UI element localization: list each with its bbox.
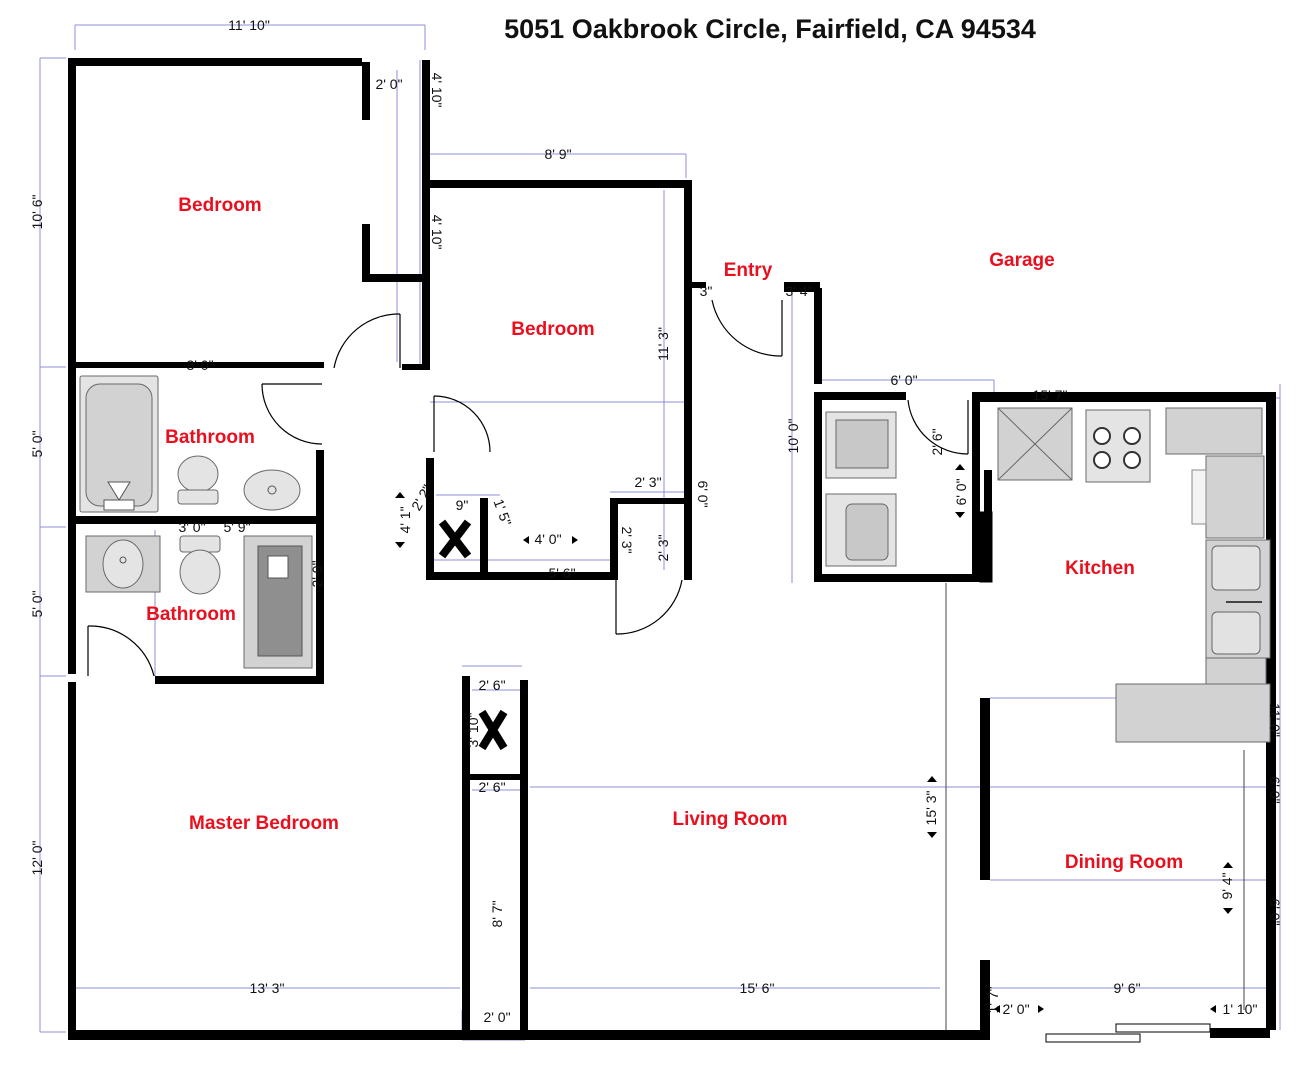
dim-laundry-height: 10' 0"	[785, 419, 801, 454]
dim-kitchen-right2: 6' 0"	[1267, 776, 1283, 803]
dim-bedroom2-height: 11' 3"	[655, 327, 671, 361]
dim-hall-height: 8' 7"	[489, 900, 505, 927]
dryer-icon	[825, 493, 897, 567]
room-label-garage: Garage	[989, 250, 1054, 271]
sliding-door[interactable]	[1045, 1033, 1141, 1043]
room-label-living-room: Living Room	[672, 809, 787, 830]
dim-hall-closet-bottom: 5' 6"	[548, 565, 575, 581]
room-labels: Bedroom Bedroom Entry Garage Bathroom Ba…	[146, 195, 1183, 873]
dim-bath2-height: 5' 0"	[29, 590, 45, 617]
dim-closet3-width: 2' 3"	[634, 474, 661, 490]
dim-kitchen-width: 15' 7"	[1033, 387, 1068, 403]
door-bedroom1[interactable]	[333, 313, 401, 369]
refrigerator-icon	[997, 407, 1073, 481]
dim-closet-width: 2' 0"	[375, 76, 402, 92]
dim-bath-sub2: 5' 9"	[223, 519, 250, 535]
dim-dining-corner: 1' 10"	[1223, 1001, 1258, 1017]
door-laundry[interactable]	[907, 399, 969, 455]
dim-bedroom1-bottom: 3' 0"	[186, 357, 213, 373]
dim-laundry-side: 6' 0"	[953, 478, 969, 505]
dim-small-closet-height: 3' 10"	[465, 713, 481, 748]
shower-icon	[243, 535, 313, 669]
dim-closet2-height: 4' 10"	[429, 215, 445, 250]
dim-living-height: 15' 3"	[923, 791, 939, 826]
dim-living-width: 15' 6"	[740, 980, 775, 996]
dim-bedroom2-width: 8' 9"	[544, 146, 571, 162]
dim-hall-closet-width: 4' 0"	[534, 531, 561, 547]
washer-icon	[825, 411, 897, 479]
door-bedroom2[interactable]	[433, 395, 491, 453]
thin-lines	[945, 583, 1245, 1030]
dim-bath1-height: 5' 0"	[29, 430, 45, 457]
dim-bath2-right: 2' 9"	[309, 560, 325, 587]
dim-laundry-door: 2' 6"	[929, 428, 945, 455]
dimension-lines	[39, 24, 1281, 1041]
room-label-dining-room: Dining Room	[1065, 852, 1183, 873]
door-entry[interactable]	[711, 299, 783, 357]
dim-closet3-inner: 2' 3"	[619, 526, 635, 553]
microwave-icon	[1191, 469, 1207, 525]
dim-kitchen-right1: 11' 0"	[1267, 703, 1283, 737]
dim-small-closet-width: 2' 6"	[478, 677, 505, 693]
room-label-bedroom-2: Bedroom	[511, 319, 594, 340]
dim-hall-closet-b: 9"	[456, 497, 469, 513]
vanity-sink-icon	[85, 535, 161, 593]
arrowheads	[395, 464, 1233, 1013]
dim-dining-a: 1' 7"	[985, 986, 1001, 1013]
room-label-bedroom-1: Bedroom	[178, 195, 261, 216]
dim-bedroom1-width: 11' 10"	[228, 17, 270, 33]
dim-dining-width: 9' 6"	[1113, 980, 1140, 996]
fixtures	[79, 375, 1271, 1043]
dim-hall-closet-c: 1' 5"	[491, 497, 515, 528]
dim-bath-sub1: 3' 0"	[178, 519, 205, 535]
water-heater-x-icon	[478, 709, 508, 751]
doors	[87, 299, 969, 677]
dim-hall-width: 2' 0"	[483, 1009, 510, 1025]
dim-small-closet-bottom: 2' 6"	[478, 779, 505, 795]
dim-laundry-width: 6' 0"	[890, 372, 917, 388]
stove-icon	[1085, 409, 1151, 483]
room-label-bathroom-1: Bathroom	[165, 427, 255, 448]
dim-entry-small2: 3' 4"	[785, 283, 812, 299]
dim-dining-height: 9' 4"	[1219, 872, 1235, 899]
toilet-icon-2	[179, 535, 221, 595]
room-label-kitchen: Kitchen	[1065, 558, 1135, 579]
dim-kitchen-right3: 6' 0"	[1267, 898, 1283, 925]
dim-closet3-right: 6' 0"	[695, 480, 711, 507]
counter-icon	[1165, 407, 1263, 455]
door-closet3[interactable]	[615, 579, 683, 635]
dim-entry-small: 3"	[700, 283, 713, 299]
kitchen-island-icon	[1115, 683, 1271, 743]
door-bath2[interactable]	[87, 625, 155, 677]
dim-bedroom1-height: 10' 6"	[29, 195, 45, 230]
dim-dining-door: 2' 0"	[1002, 1001, 1029, 1017]
dim-master-width: 13' 3"	[250, 980, 285, 996]
room-label-entry: Entry	[724, 260, 773, 281]
toilet-icon	[177, 455, 219, 505]
room-label-master-bedroom: Master Bedroom	[189, 813, 339, 834]
walls	[68, 58, 1276, 1040]
sink-icon	[243, 469, 301, 511]
hvac-x-icon	[438, 519, 472, 559]
door-bath1[interactable]	[261, 383, 323, 445]
room-label-bathroom-2: Bathroom	[146, 604, 236, 625]
dim-hall-closet-left: 4' 1"	[397, 506, 413, 533]
dim-master-height: 12' 0"	[29, 841, 45, 876]
dim-closet3-height: 2' 3"	[655, 534, 671, 561]
dim-closet-height: 4' 10"	[429, 73, 445, 108]
plan-title: 5051 Oakbrook Circle, Fairfield, CA 9453…	[504, 14, 1036, 44]
